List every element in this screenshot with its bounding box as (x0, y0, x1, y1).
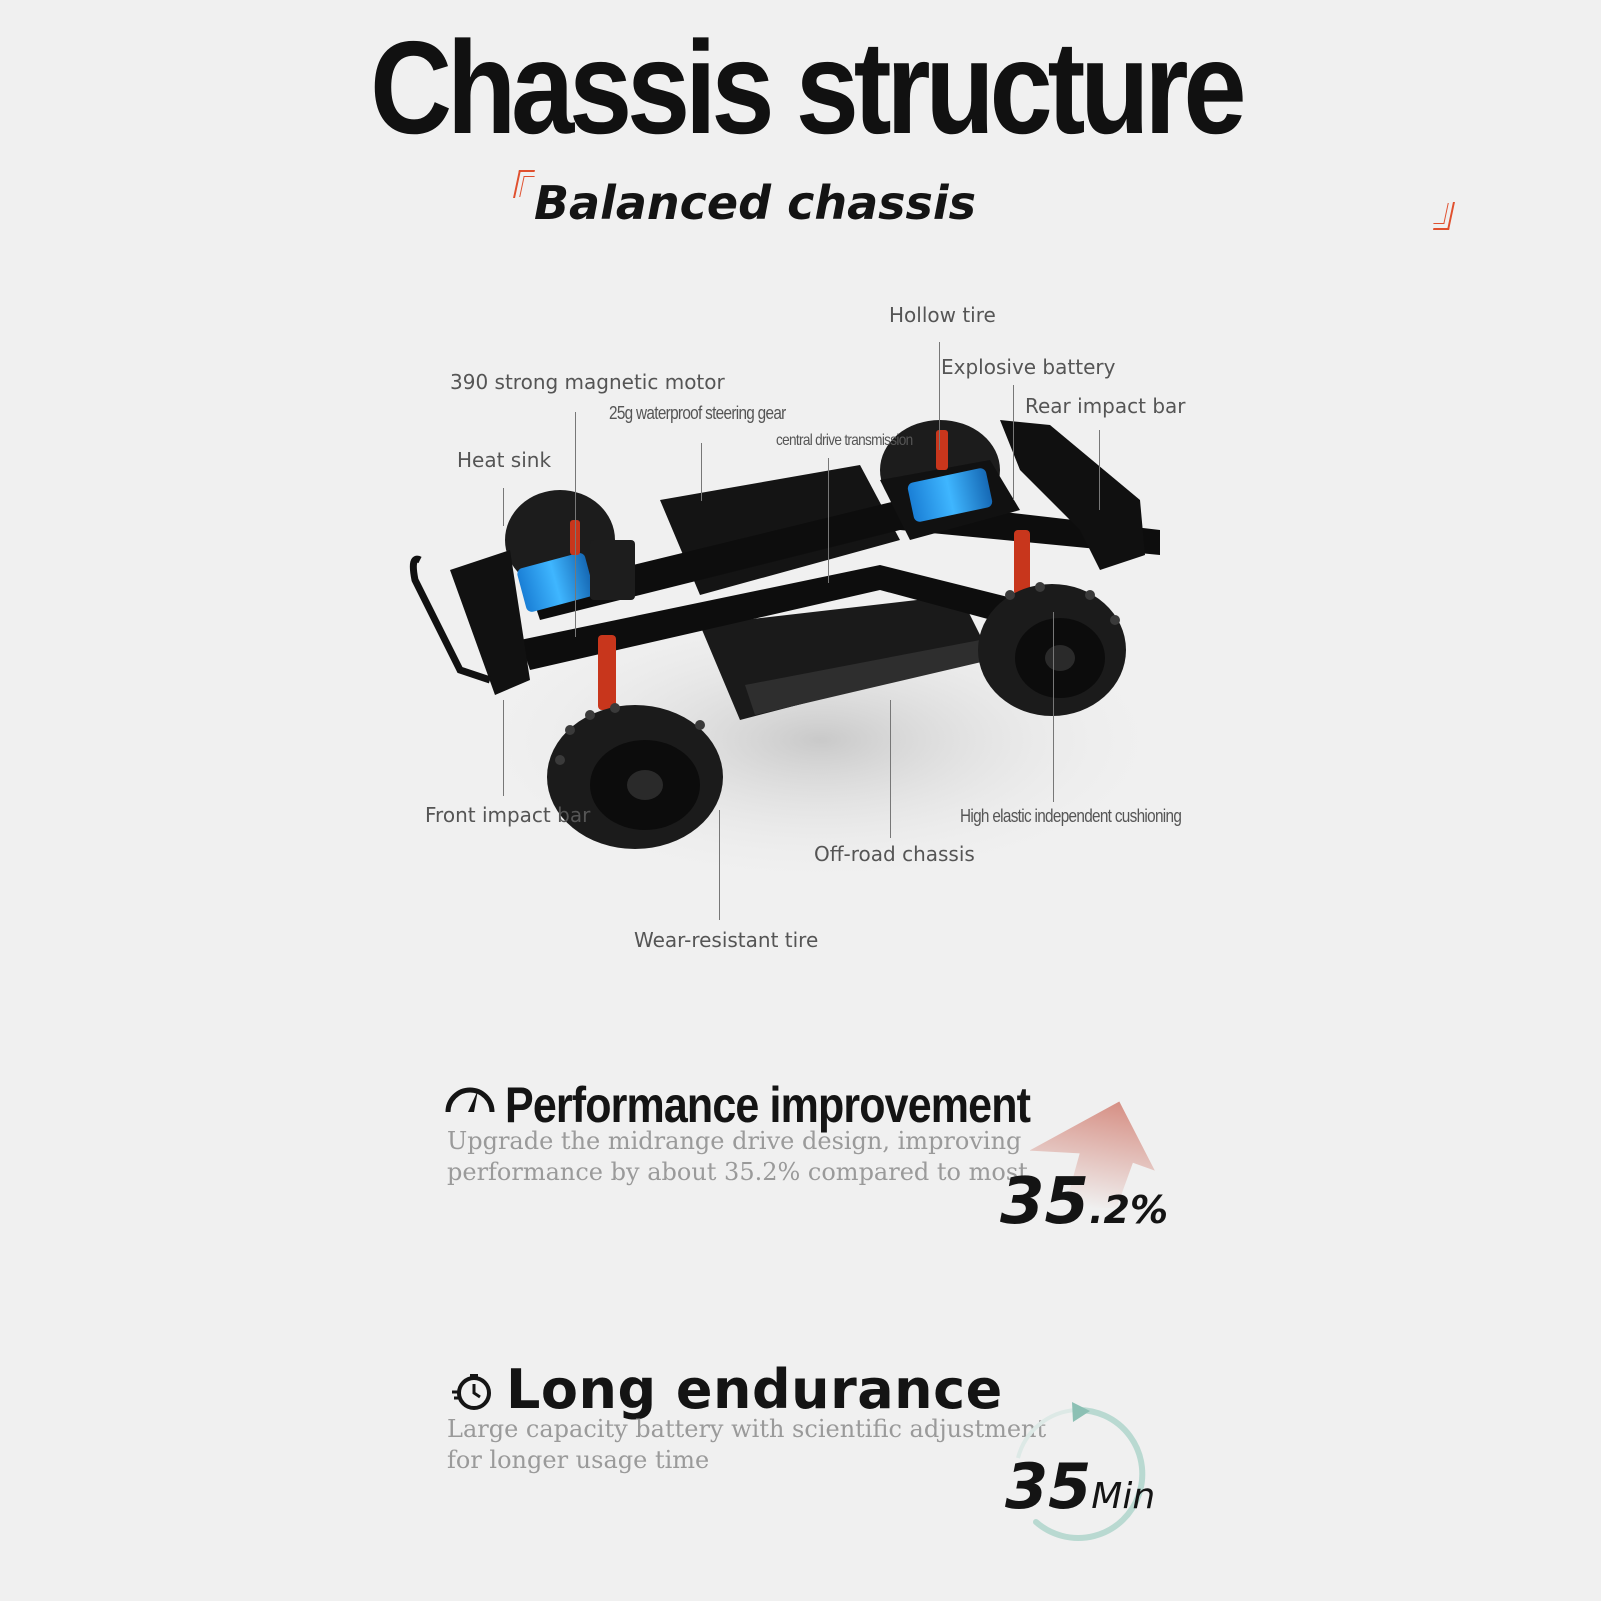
leader-line (1053, 612, 1054, 802)
performance-value-suffix: .2% (1089, 1188, 1169, 1232)
leader-line (939, 342, 940, 450)
endurance-desc-line2: for longer usage time (447, 1446, 710, 1474)
label-rear-impact-bar: Rear impact bar (1025, 394, 1186, 418)
stopwatch-icon (452, 1374, 491, 1410)
endurance-value: 35Min (1005, 1450, 1155, 1523)
leader-line (1099, 430, 1100, 510)
performance-value: 35.2% (1000, 1165, 1168, 1239)
speedometer-icon (445, 1087, 495, 1113)
leader-line (828, 458, 829, 583)
leader-line (575, 412, 576, 637)
leader-line (701, 443, 702, 501)
circular-timer-icon (1016, 1402, 1146, 1541)
endurance-title: Long endurance (506, 1358, 1003, 1421)
leader-line (503, 700, 504, 796)
left-corner-bracket-icon (513, 170, 535, 198)
label-hollow-tire: Hollow tire (889, 303, 996, 327)
page-title: Chassis structure (370, 14, 1246, 161)
label-offroad-chassis: Off-road chassis (814, 842, 975, 866)
label-central-drive: central drive transmission (776, 432, 913, 449)
subtitle: Balanced chassis (534, 176, 977, 230)
endurance-value-main: 35 (1005, 1450, 1092, 1523)
performance-title: Performance improvement (505, 1077, 1031, 1133)
leader-line (1013, 385, 1014, 500)
label-cushioning: High elastic independent cushioning (960, 806, 1182, 826)
label-heat-sink: Heat sink (457, 448, 552, 472)
performance-desc-line2: performance by about 35.2% compared to m… (447, 1158, 1028, 1186)
endurance-description: Large capacity battery with scientific a… (447, 1414, 1046, 1476)
leader-line (503, 488, 504, 526)
endurance-value-suffix: Min (1091, 1476, 1156, 1517)
label-explosive-battery: Explosive battery (941, 355, 1116, 379)
label-front-impact-bar: Front impact bar (425, 803, 591, 827)
label-motor: 390 strong magnetic motor (450, 370, 725, 394)
performance-description: Upgrade the midrange drive design, impro… (447, 1126, 1028, 1188)
endurance-desc-line1: Large capacity battery with scientific a… (447, 1415, 1047, 1443)
label-steering-gear: 25g waterproof steering gear (609, 403, 786, 423)
leader-line (890, 700, 891, 838)
performance-desc-line1: Upgrade the midrange drive design, impro… (447, 1127, 1022, 1155)
right-corner-bracket-icon (1433, 202, 1455, 230)
up-arrow-icon (1030, 1101, 1155, 1208)
performance-value-main: 35 (1000, 1165, 1090, 1239)
leader-line (719, 810, 720, 920)
rc-chassis-illustration (409, 420, 1180, 890)
label-wear-tire: Wear-resistant tire (634, 928, 819, 952)
